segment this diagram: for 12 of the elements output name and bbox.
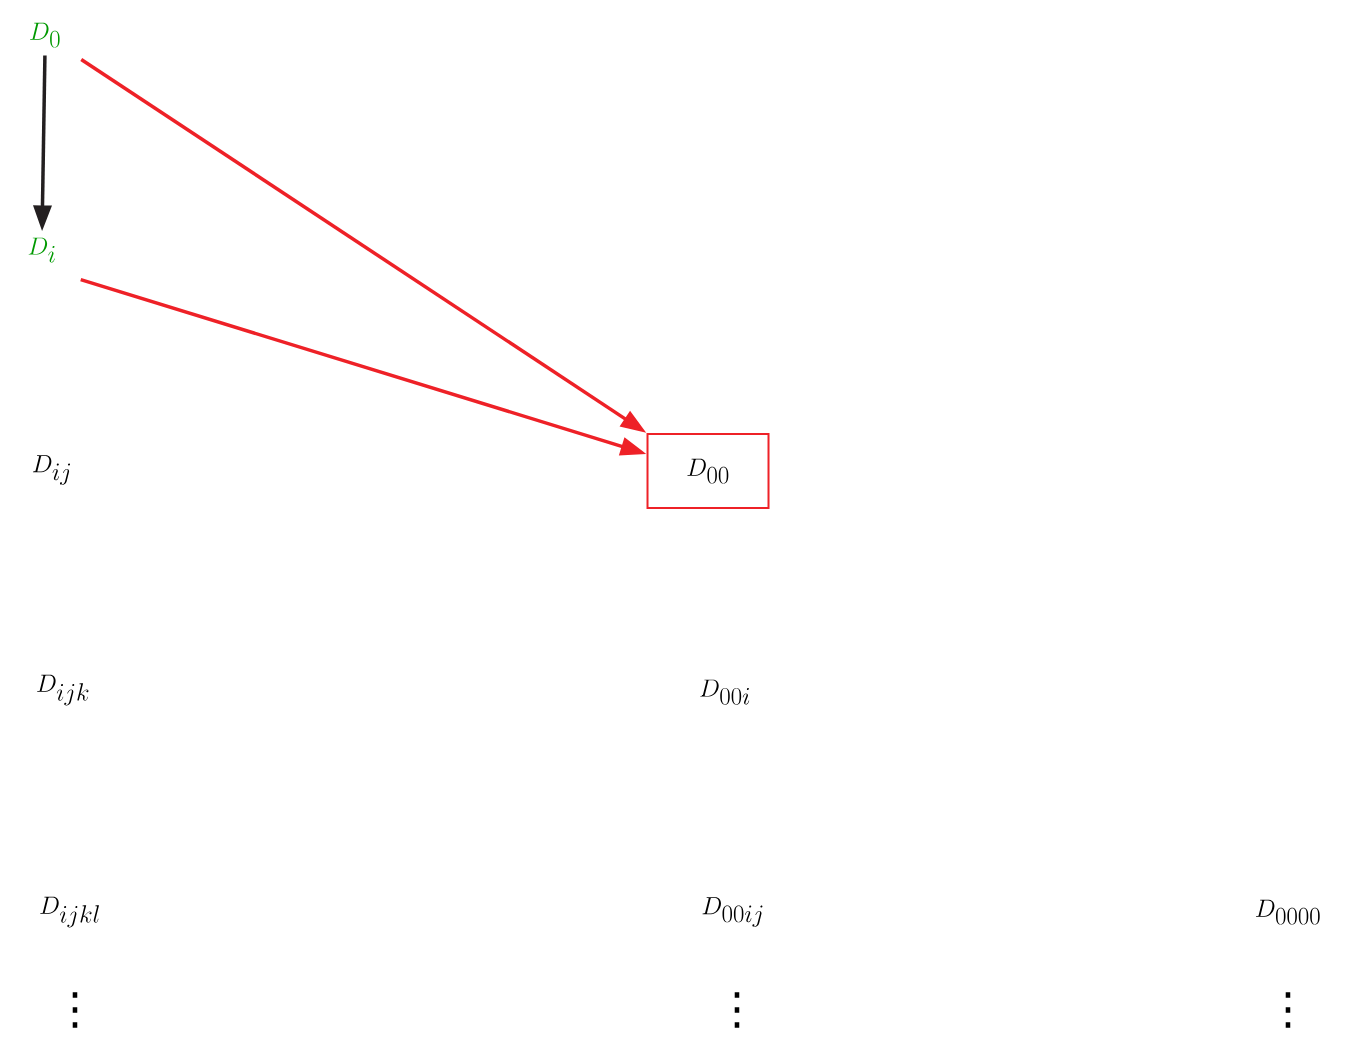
math-label: $D_{0}$ <box>30 22 60 48</box>
math-label: $D_{00i}$ <box>700 679 750 705</box>
math-label: $D_{ijk}$ <box>37 674 89 706</box>
math-label: $D_{ijkl}$ <box>40 896 99 928</box>
vertical-dots: ⋮ <box>734 992 740 1028</box>
math-label: $D_{i}$ <box>28 237 55 263</box>
math-label: $D_{ij}$ <box>32 455 70 485</box>
boxed-math-label: $D_{00}$ <box>646 433 770 509</box>
vertical-dots: ⋮ <box>1285 992 1291 1028</box>
vertical-dots: ⋮ <box>72 992 78 1028</box>
math-label: $D_{00ij}$ <box>702 897 763 927</box>
math-label: $D_{0000}$ <box>1256 899 1320 925</box>
